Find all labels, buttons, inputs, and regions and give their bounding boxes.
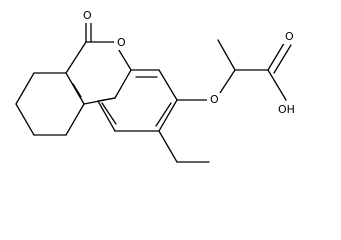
bond xyxy=(217,39,236,71)
bond xyxy=(65,103,85,136)
atom-label-carbonyl-oxygen: O xyxy=(83,9,92,22)
bond xyxy=(158,99,178,132)
bond xyxy=(114,69,132,99)
bond xyxy=(97,100,116,132)
atom-label-ring-oxygen: O xyxy=(117,36,126,49)
atom-labels: O O O O OH xyxy=(80,9,300,117)
bonds xyxy=(15,21,292,163)
bond xyxy=(65,72,85,105)
bond xyxy=(217,69,236,97)
bond xyxy=(267,69,287,101)
bond xyxy=(158,130,178,163)
bond xyxy=(158,69,178,101)
atom-label-hydroxyl: OH xyxy=(278,103,295,116)
bond xyxy=(155,102,172,127)
bond xyxy=(15,103,35,136)
chemical-structure-diagram: O O O O OH xyxy=(15,9,300,163)
atom-label-acid-carbonyl-oxygen: O xyxy=(285,30,294,43)
bond xyxy=(97,97,116,102)
bond xyxy=(65,41,87,74)
bond xyxy=(267,39,287,71)
bond xyxy=(273,44,292,74)
bond xyxy=(101,102,117,125)
bond xyxy=(15,72,35,105)
atom-label-ether-oxygen: O xyxy=(210,93,219,106)
bond xyxy=(72,83,82,98)
